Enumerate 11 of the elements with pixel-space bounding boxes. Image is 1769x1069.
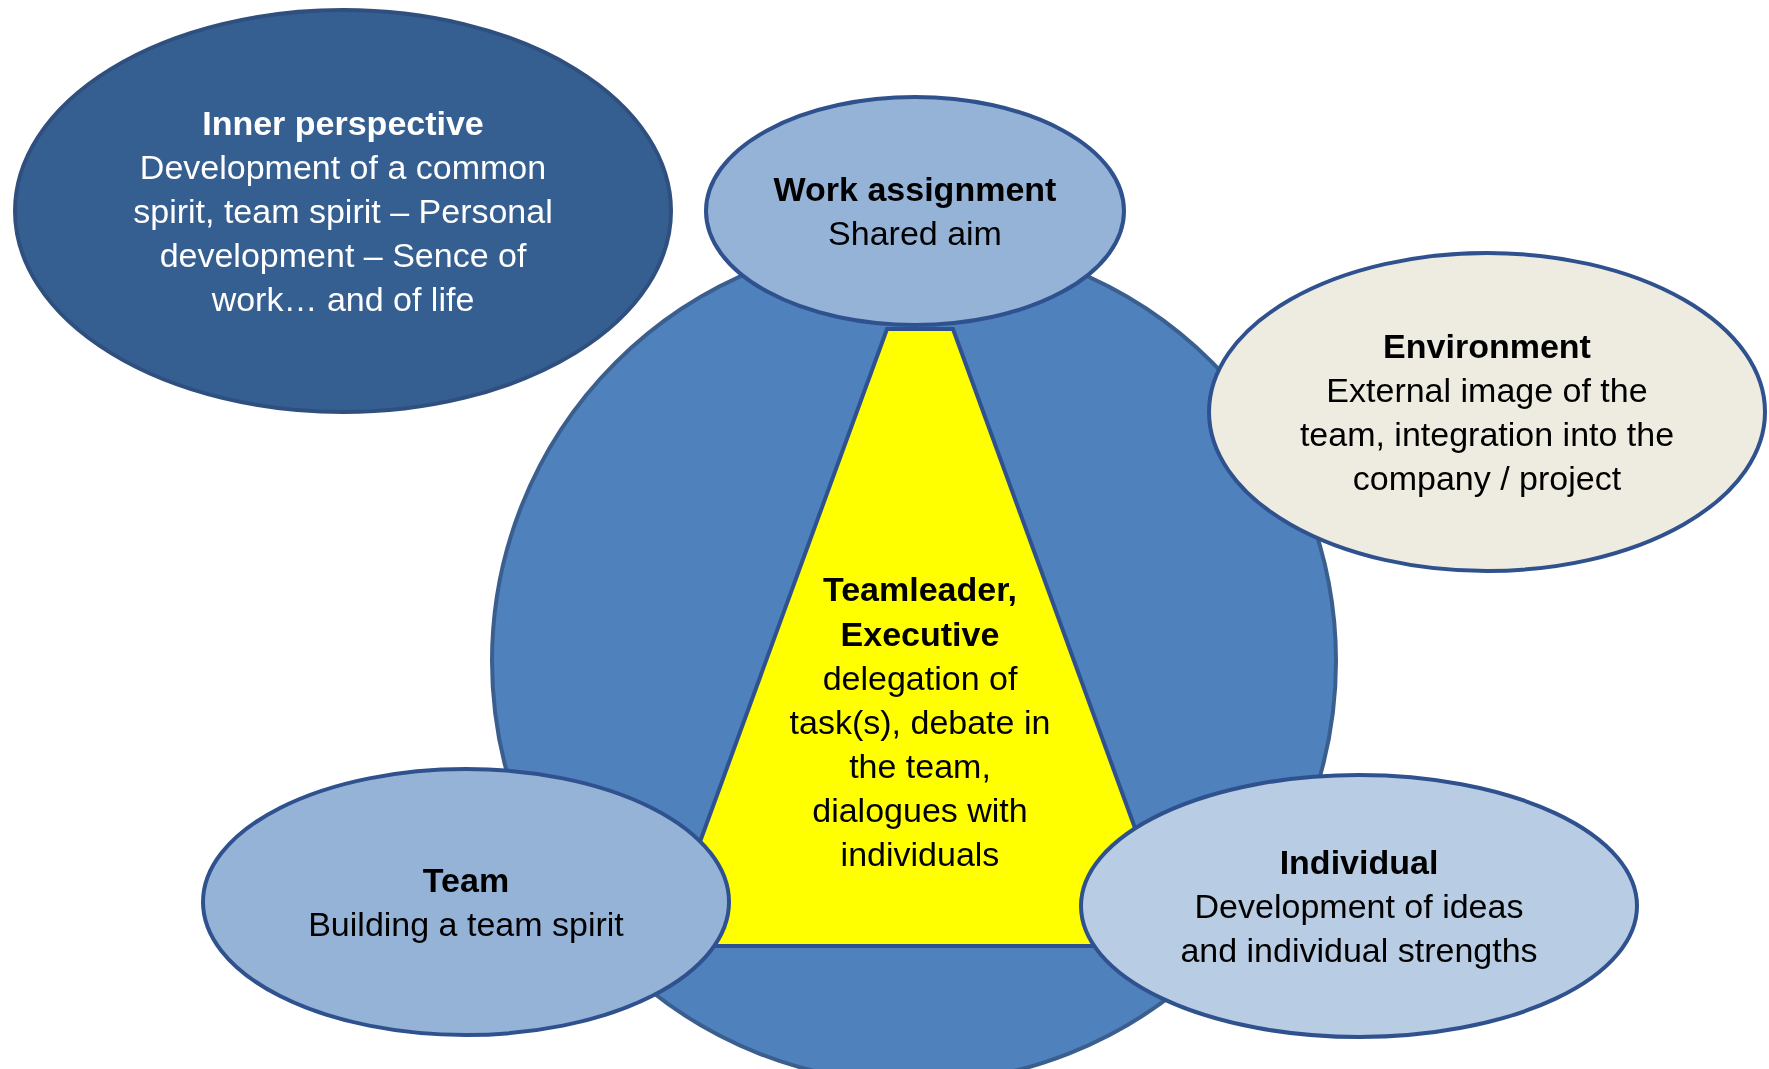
body-text: Development of a common spirit, team spirit – Personal development – Sence of work… and of life (132, 146, 554, 321)
body-text: Shared aim (828, 213, 1002, 254)
body-text: delegation of task(s), debate in the team, dialogues with individuals (788, 657, 1052, 876)
heading: Inner perspective (202, 102, 484, 144)
heading: Individual (1279, 841, 1439, 883)
body-text: External image of the team, integration into the company / project (1298, 369, 1676, 500)
heading: Environment (1383, 325, 1591, 367)
body-text: Development of ideas and individual strengths (1179, 885, 1539, 972)
heading: Team (422, 859, 510, 901)
body-text: Building a team spirit (308, 904, 624, 945)
heading: Work assignment (773, 168, 1057, 210)
